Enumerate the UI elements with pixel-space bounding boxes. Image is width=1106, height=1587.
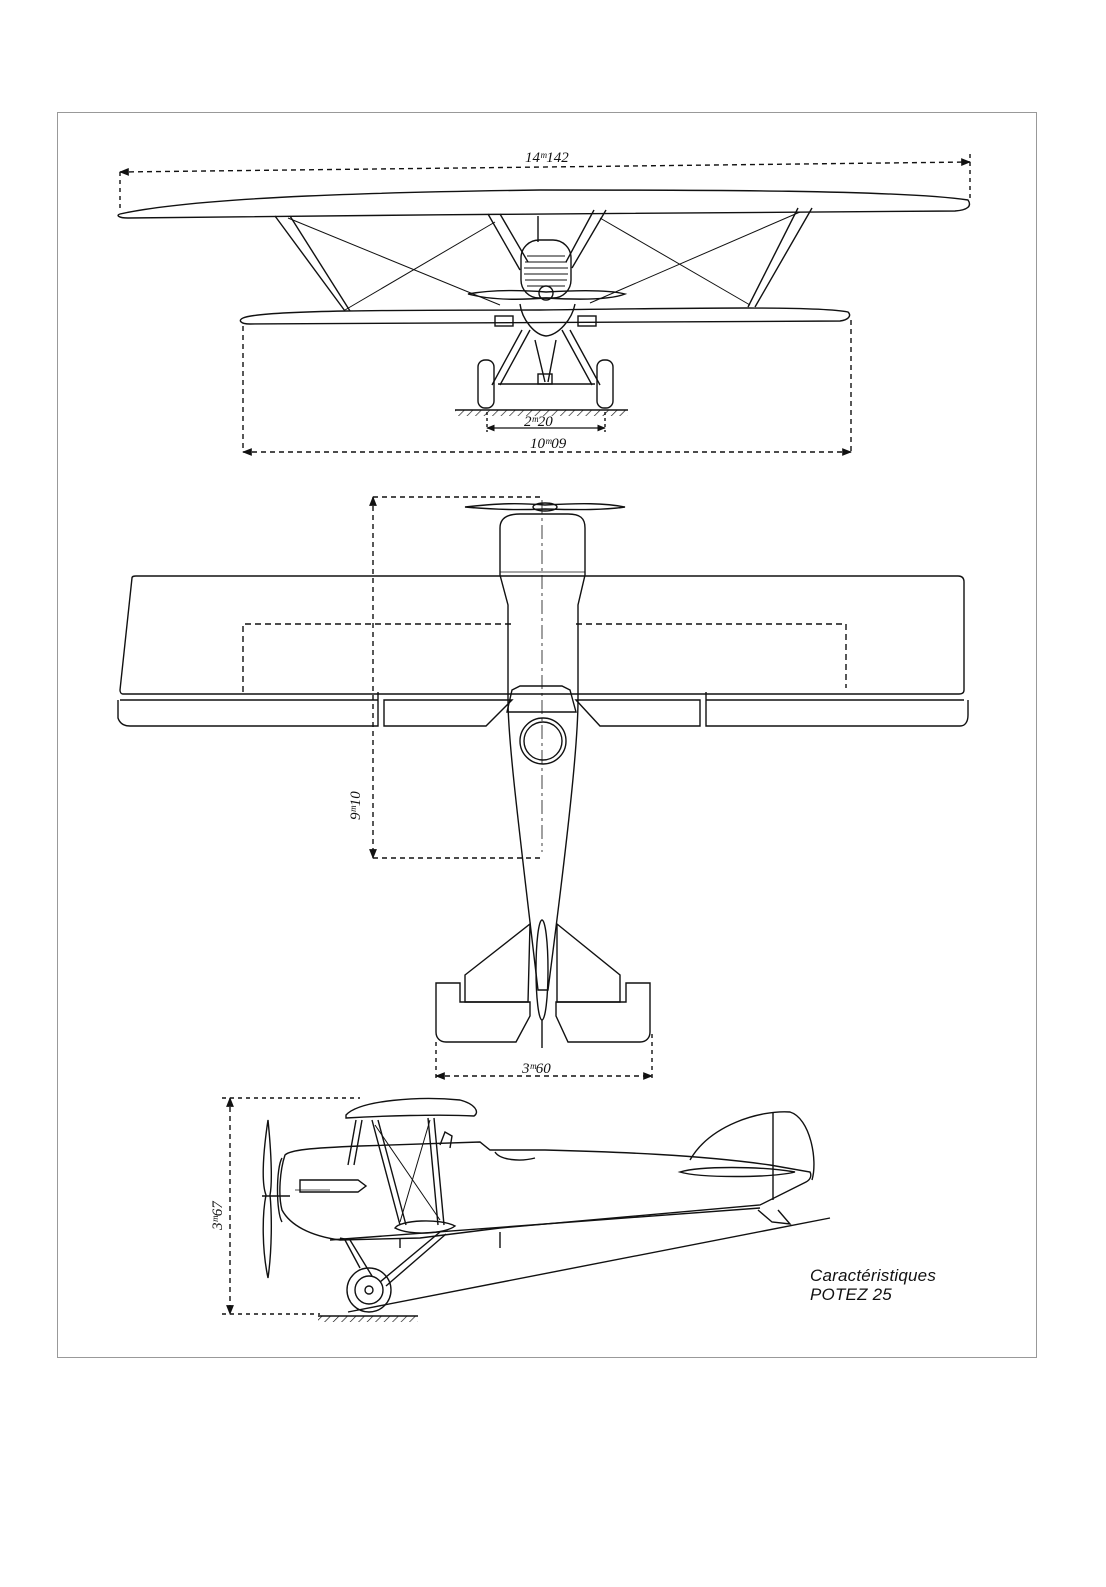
front-view (118, 154, 970, 452)
caption-line-2: POTEZ 25 (810, 1285, 936, 1304)
upper-wing-side (346, 1099, 476, 1118)
lower-span-label: 10ᵐ09 (530, 436, 567, 452)
fuselage-top (500, 514, 585, 990)
length-label: 9ᵐ10 (348, 791, 364, 820)
propeller-side (263, 1120, 271, 1278)
upper-wing-front (118, 190, 969, 218)
lower-wing-front (240, 308, 849, 324)
upper-span-label: 14ᵐ142 (525, 150, 569, 166)
height-label: 3ᵐ67 (210, 1200, 226, 1231)
drawing-caption: Caractéristiques POTEZ 25 (810, 1266, 936, 1304)
top-view (118, 497, 968, 1078)
side-view (222, 1098, 830, 1322)
propeller-top (465, 504, 625, 510)
tail-span-label: 3ᵐ60 (521, 1061, 551, 1077)
caption-line-1: Caractéristiques (810, 1266, 936, 1285)
track-label: 2ᵐ20 (524, 414, 553, 430)
